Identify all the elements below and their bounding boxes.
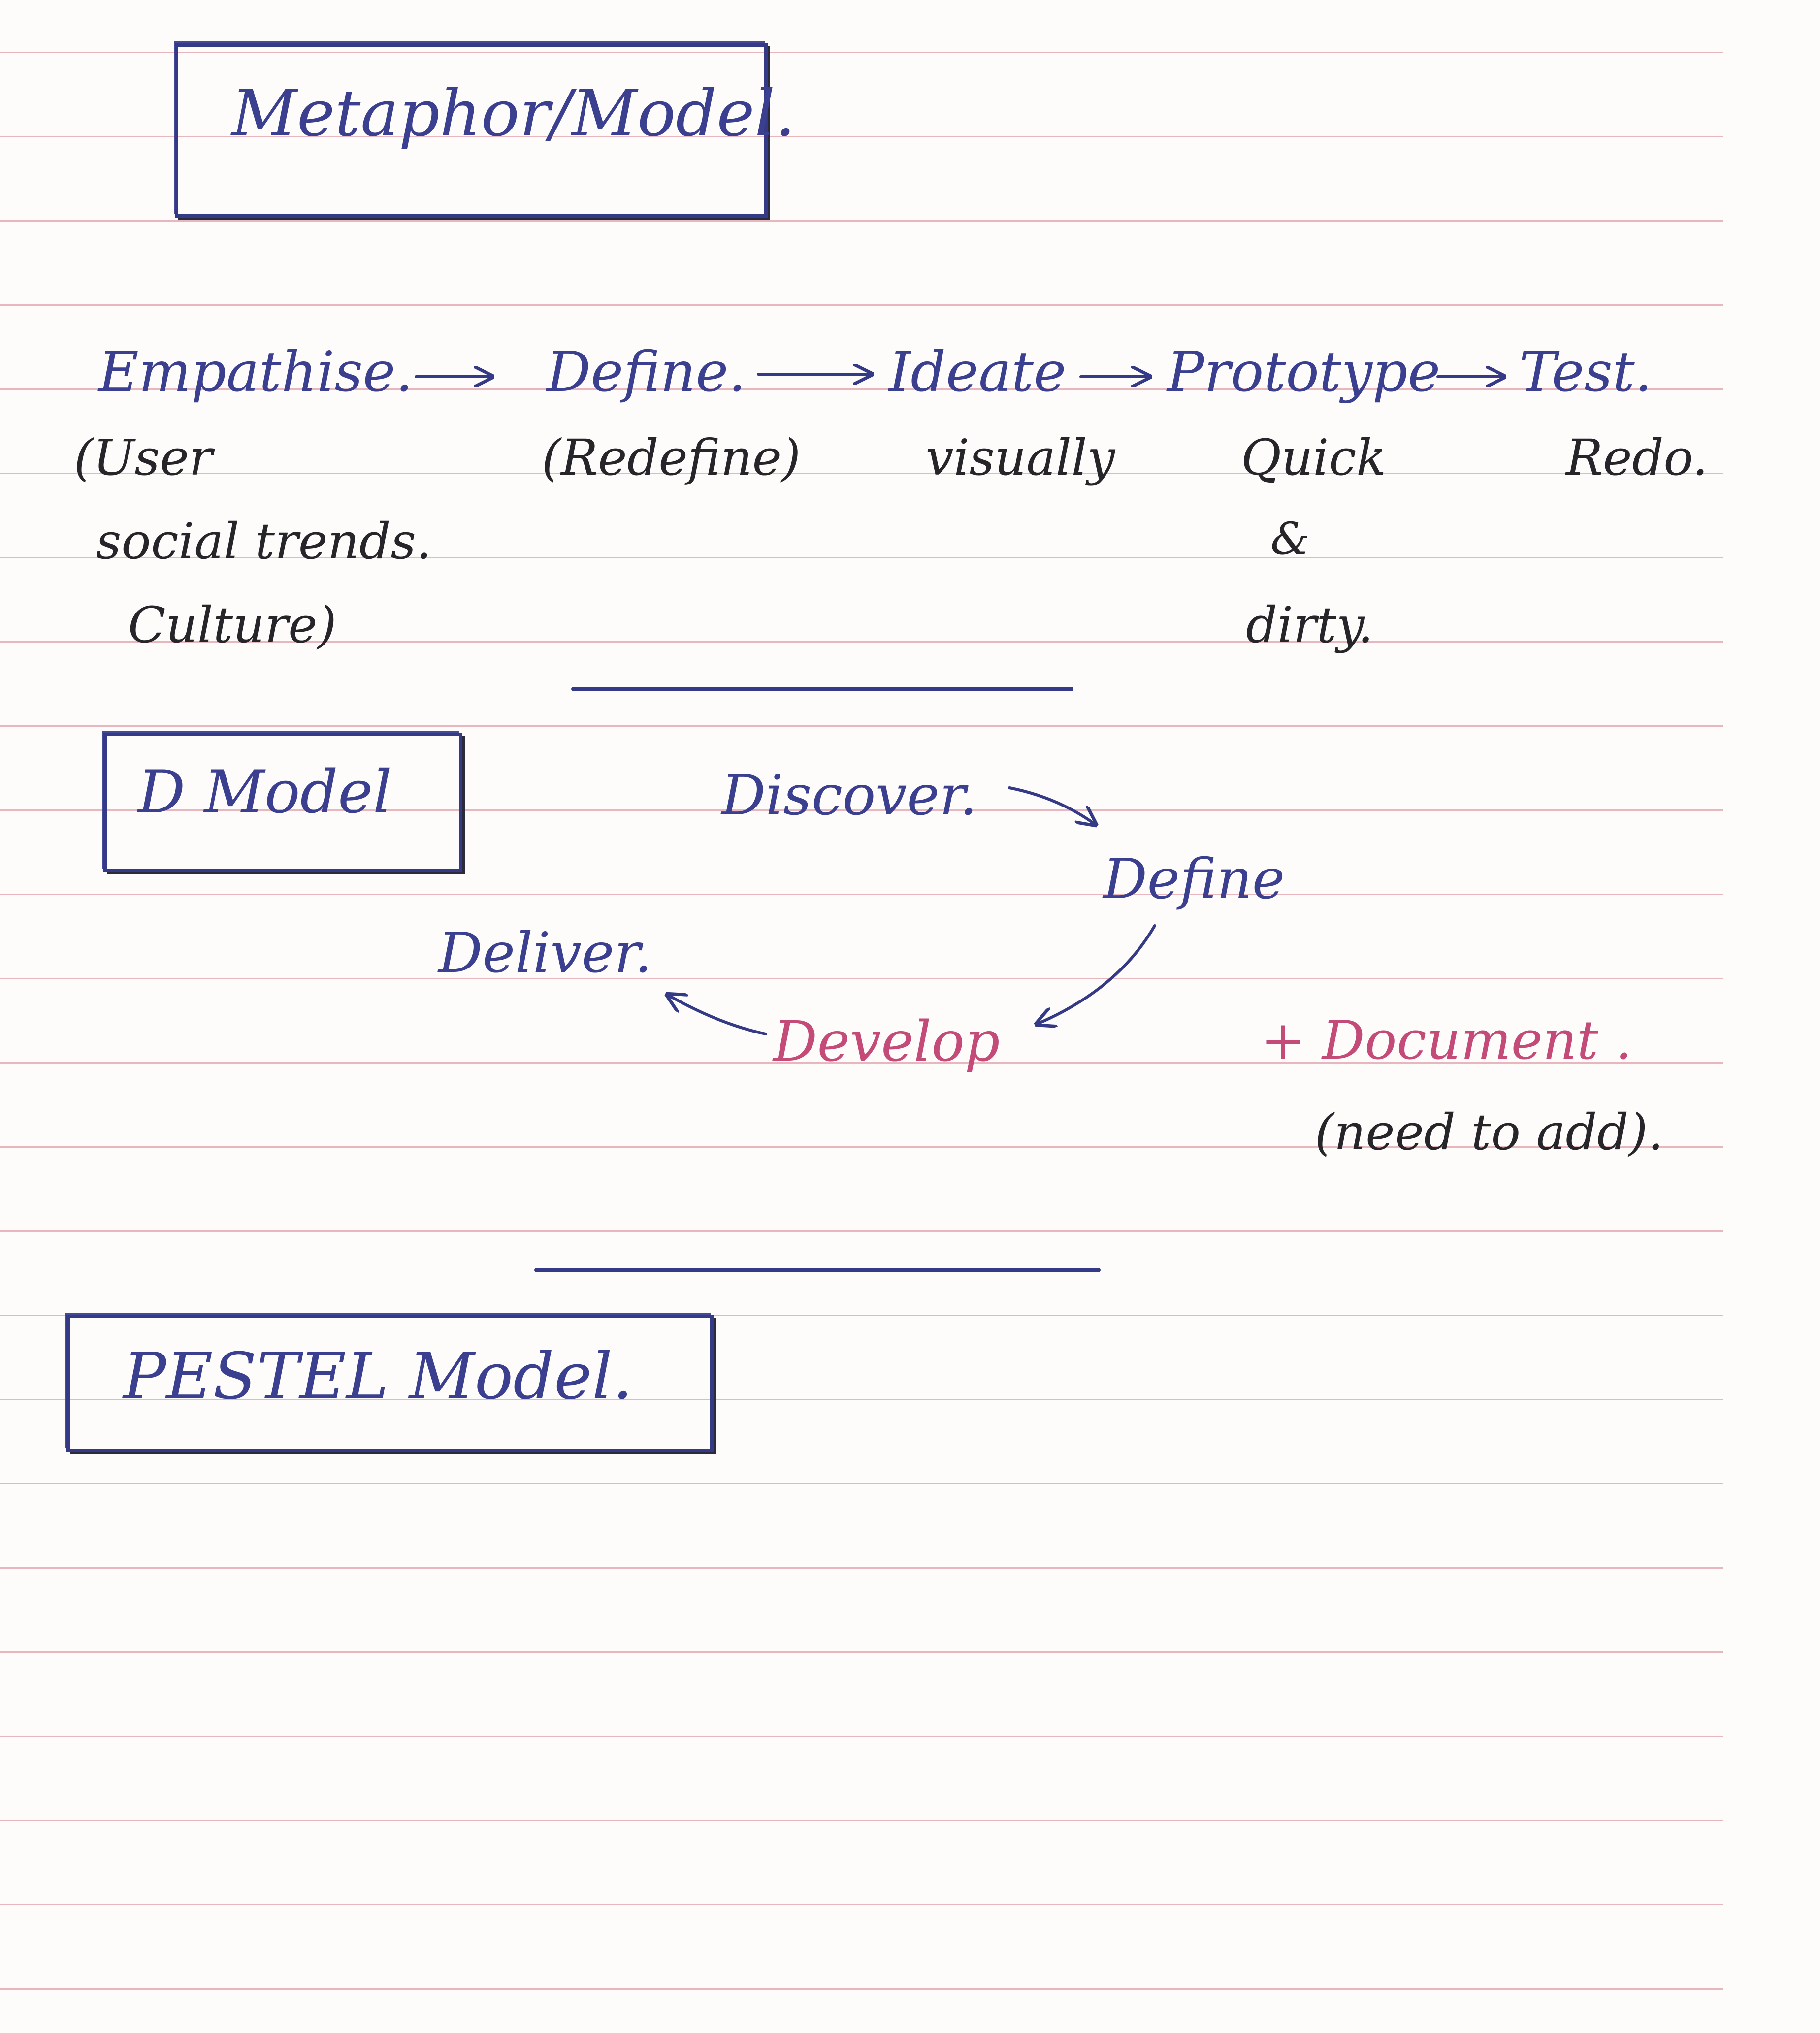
dd-step-define: Define: [1103, 847, 1285, 911]
dd-arrow-develop-deliver: [667, 995, 767, 1035]
empathise-note-line-3: Culture): [128, 596, 337, 654]
dd-step-develop: Develop: [773, 1010, 1000, 1074]
ideate-note: visually: [926, 429, 1115, 486]
define-note: (Redefine): [542, 429, 801, 486]
stage-ideate: Ideate: [889, 340, 1067, 404]
stage-prototype: Prototype: [1167, 340, 1441, 404]
prototype-note-line-1: Quick: [1241, 429, 1386, 486]
dd-step-deliver: Deliver.: [438, 921, 652, 985]
dd-addition-note: (need to add).: [1315, 1103, 1664, 1161]
dd-arrow-discover-define: [1008, 786, 1096, 825]
metaphor-title: Metaphor/Model.: [231, 76, 796, 151]
prototype-note-line-2: &: [1270, 513, 1310, 565]
dd-arrow-define-develop: [1037, 924, 1156, 1024]
stage-define: Define.: [547, 340, 746, 404]
stage-test: Test.: [1519, 340, 1653, 404]
metaphor-title-box: [175, 43, 768, 218]
test-note: Redo.: [1566, 429, 1708, 486]
d-model-title: D Model: [138, 758, 392, 827]
dd-step-discover: Discover.: [721, 764, 977, 828]
prototype-note-line-3: dirty.: [1246, 596, 1373, 654]
empathise-note-line-1: (User: [74, 429, 213, 486]
empathise-note-line-2: social trends.: [96, 513, 432, 570]
dd-addition: + Document .: [1261, 1010, 1632, 1071]
section-divider-2: [534, 1268, 1101, 1272]
stage-empathise: Empathise.: [98, 340, 413, 404]
d-model-title-box: [103, 733, 462, 872]
pestel-title-box: [66, 1315, 714, 1452]
pestel-title: PESTEL Model.: [123, 1339, 633, 1414]
section-divider-1: [571, 687, 1073, 691]
